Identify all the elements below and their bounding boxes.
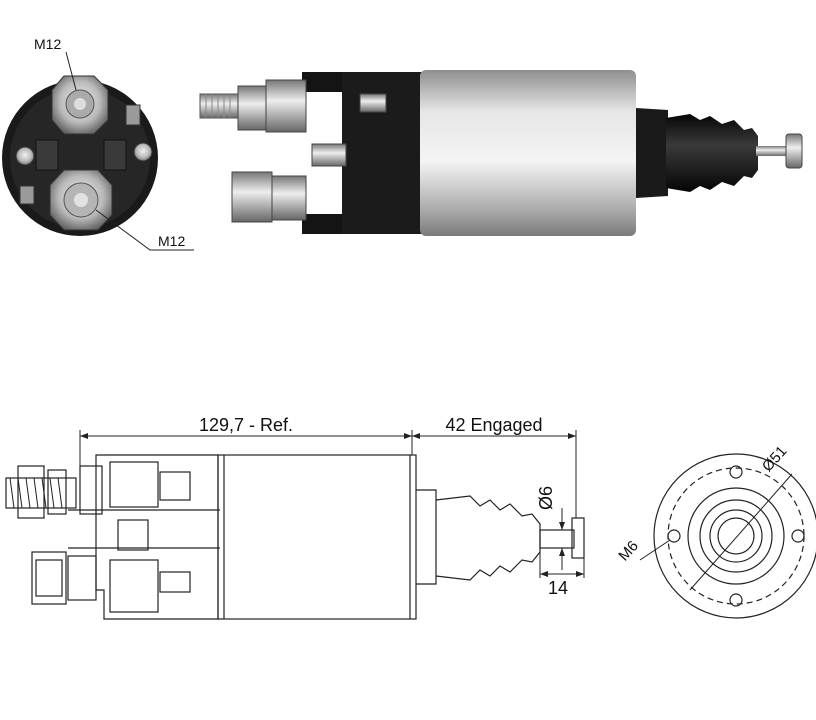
drawing-boot [435,495,541,581]
end-view-photo [2,75,158,236]
rubber-boot [666,114,758,192]
thread-leader [639,539,671,561]
side-screw [15,146,35,166]
mount-thread-label: M6 [615,538,642,565]
length-dimension-label: 129,7 - Ref. [199,415,293,435]
length-dimension [79,430,413,476]
side-screw [133,142,153,162]
bottom-nut [231,171,273,223]
mount-hole [667,529,681,543]
travel-dimension-label: 42 Engaged [445,415,542,435]
top-terminal-label: M12 [34,36,61,52]
travel-dimension [412,430,577,518]
plunger-diameter-label: Ø6 [536,486,556,510]
top-stud [199,93,245,119]
plunger-length-dimension [539,548,585,578]
bottom-terminal-nut [49,169,113,231]
side-technical-drawing [5,454,585,620]
bottom-terminal-label: M12 [158,233,185,249]
mount-hole [729,593,743,607]
top-nut [237,85,267,131]
top-terminal-leader [65,51,77,91]
small-terminal [311,143,347,167]
bottom-terminal-leader [95,209,194,251]
top-terminal-nut [51,75,109,135]
diameter-leader [689,473,793,591]
plunger-rod [756,146,790,156]
mount-hole [729,465,743,479]
flange-outer-circle [653,453,816,619]
drawing-plunger-head [571,517,585,559]
mount-hole [791,529,805,543]
drawing-cap [95,454,219,620]
silver-housing [420,70,636,236]
drawing-housing [217,454,417,620]
plunger-length-label: 14 [548,578,568,598]
flange-end-drawing [639,453,816,619]
plunger-head [785,133,803,169]
nose-cap [636,108,668,198]
plunger-diameter-dimension [540,508,566,570]
side-view-photo [199,70,803,236]
